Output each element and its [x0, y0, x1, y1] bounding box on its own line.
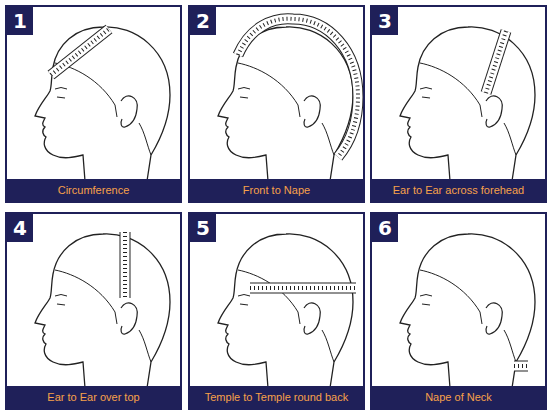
- step-number: 1: [7, 7, 33, 35]
- measure-panel: 2Front to Nape: [188, 5, 365, 203]
- caption-band: Front to Nape: [190, 179, 363, 201]
- head-figure: [218, 19, 358, 181]
- step-number: 5: [190, 214, 216, 242]
- measure-panel: 5Temple to Temple round back: [188, 212, 365, 410]
- caption-band: Nape of Neck: [372, 386, 545, 408]
- measure-panel: 6Nape of Neck: [370, 212, 547, 410]
- step-number: 4: [7, 214, 33, 242]
- measure-panel: 1Circumference: [5, 5, 182, 203]
- head-figure: [35, 27, 170, 181]
- caption-band: Ear to Ear over top: [7, 386, 180, 408]
- step-number: 6: [372, 214, 398, 242]
- step-number: 2: [190, 7, 216, 35]
- head-figure: [400, 27, 535, 181]
- caption-band: Temple to Temple round back: [190, 386, 363, 408]
- measure-panel: 3Ear to Ear across forehead: [370, 5, 547, 203]
- measure-panel: 4Ear to Ear over top: [5, 212, 182, 410]
- head-figure: [400, 234, 535, 388]
- step-number: 3: [372, 7, 398, 35]
- head-figure: [35, 232, 170, 388]
- head-figure: [218, 234, 356, 388]
- caption-band: Ear to Ear across forehead: [372, 179, 545, 201]
- caption-band: Circumference: [7, 179, 180, 201]
